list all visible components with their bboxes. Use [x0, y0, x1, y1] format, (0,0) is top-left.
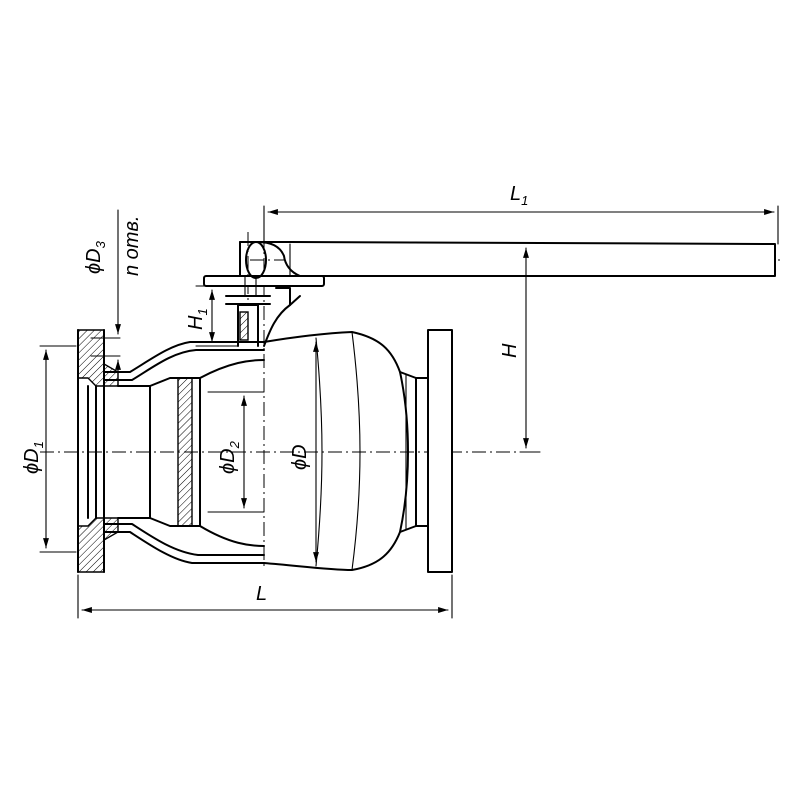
label-D2: ϕD2 [217, 440, 242, 474]
outside-half [203, 241, 776, 573]
label-n-holes: n отв. [121, 216, 143, 276]
dimension-labels: L1 H H1 L ϕD ϕD1 ϕD2 ϕD3 n отв. [21, 183, 528, 605]
label-H1: H1 [185, 308, 210, 330]
label-D1: ϕD1 [21, 441, 46, 474]
dimension-lines [39, 205, 779, 619]
label-L1: L1 [510, 183, 528, 208]
label-D: ϕD [289, 444, 311, 470]
label-D3: ϕD3 [83, 240, 108, 274]
label-L: L [256, 583, 267, 605]
sectional-half [77, 295, 271, 573]
label-H: H [499, 343, 521, 358]
